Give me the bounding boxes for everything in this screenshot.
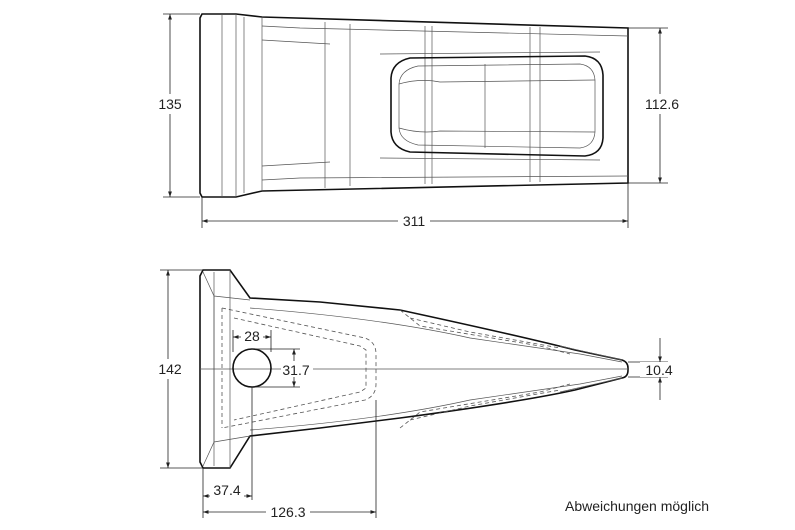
dim-hole-height: 31.7 bbox=[282, 362, 309, 378]
side-view bbox=[199, 269, 629, 469]
dim-tip-height: 10.4 bbox=[645, 362, 672, 378]
dim-top-height-left: 135 bbox=[158, 96, 182, 112]
deviation-note: Abweichungen möglich bbox=[565, 498, 709, 514]
top-view-slot bbox=[390, 55, 604, 157]
dim-top-height-right: 112.6 bbox=[645, 96, 679, 112]
hidden-pocket bbox=[221, 307, 377, 429]
top-view bbox=[199, 13, 629, 198]
dim-hole-offset: 37.4 bbox=[213, 482, 240, 498]
dim-top-length: 311 bbox=[403, 213, 426, 229]
top-view-dimensions: 135 112.6 311 bbox=[152, 13, 684, 230]
pin-hole bbox=[232, 348, 272, 388]
top-view-outline bbox=[199, 13, 629, 198]
side-view-dimensions: 142 28 31.7 10.4 37.4 126.3 bbox=[152, 269, 678, 520]
dim-side-height: 142 bbox=[158, 361, 182, 377]
dim-hole-width: 28 bbox=[244, 328, 260, 344]
dim-pocket-depth: 126.3 bbox=[270, 504, 305, 520]
side-view-outline bbox=[199, 269, 629, 469]
